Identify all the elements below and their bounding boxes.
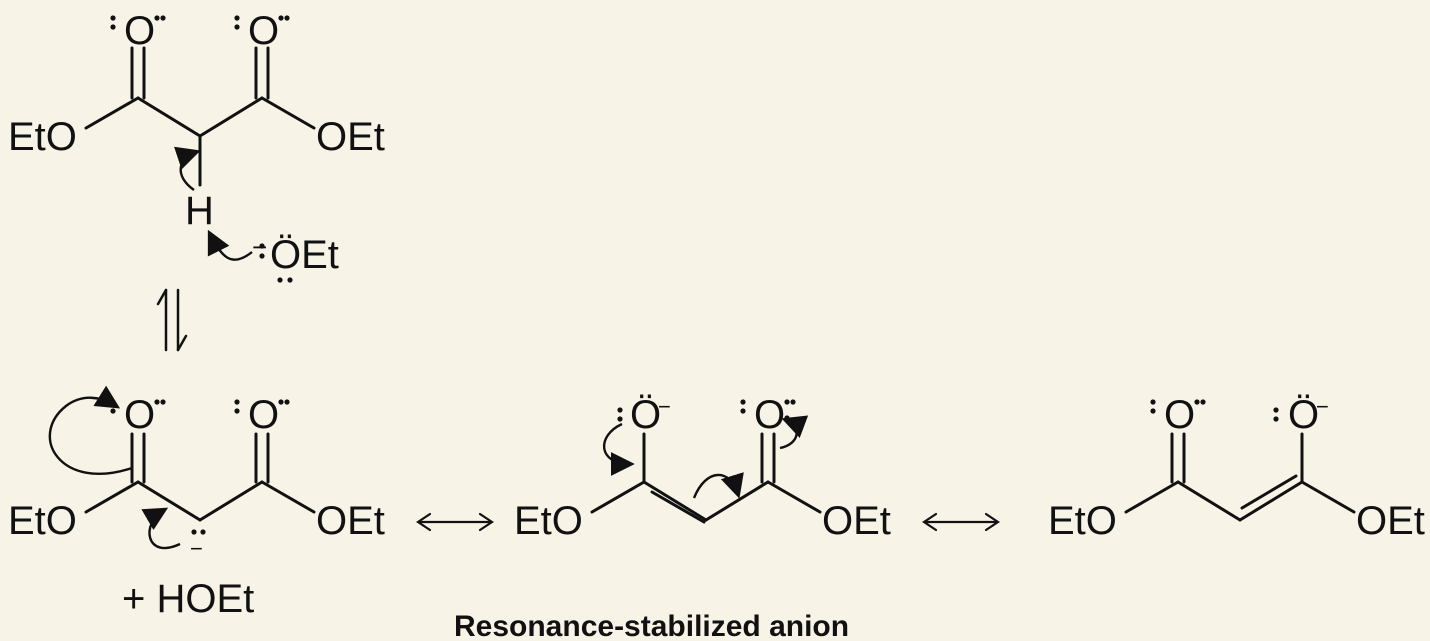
carbonyl-oxygen: O — [124, 9, 155, 53]
byproduct-label: + HOEt — [122, 577, 254, 621]
curved-arrow — [603, 422, 635, 476]
carbonyl-oxygen: O — [124, 393, 155, 437]
negative-charge: − — [658, 394, 671, 419]
equilibrium-arrows — [156, 288, 188, 352]
enolate-oxygen: Ö — [630, 393, 661, 437]
curved-arrow — [173, 146, 201, 191]
resonance-arrow — [416, 512, 494, 532]
oet-right-label: OEt — [316, 115, 385, 159]
bond — [260, 96, 316, 130]
bond — [198, 96, 264, 138]
hydrogen-atom: H — [185, 189, 214, 233]
carbonyl-oxygen: O — [754, 393, 785, 437]
resonance-structure-3: EtO O Ö − OEt — [1048, 393, 1425, 543]
curved-arrow — [48, 385, 133, 475]
enolate-oxygen: Ö — [1288, 393, 1319, 437]
carbonyl-oxygen: O — [1164, 393, 1195, 437]
bond — [84, 96, 140, 130]
eto-left-label: EtO — [8, 115, 77, 159]
malonate-molecule: EtO O O OEt H — [8, 9, 385, 233]
carbanion-structure: EtO O O OEt − — [8, 385, 385, 561]
resonance-structure-2: EtO Ö − O OEt — [514, 393, 891, 543]
curved-arrow — [692, 472, 744, 499]
curved-arrow — [141, 507, 181, 550]
ethoxide-base: ÖEt − — [207, 229, 339, 283]
resonance-arrow — [922, 512, 1000, 532]
curved-arrow — [207, 229, 253, 261]
carbonyl-oxygen: O — [248, 9, 279, 53]
carbonyl-oxygen: O — [248, 393, 279, 437]
ethoxide-label: ÖEt — [270, 233, 339, 277]
eto-left-label: EtO — [514, 499, 583, 543]
bond — [136, 96, 202, 138]
oet-right-label: OEt — [1356, 499, 1425, 543]
oet-right-label: OEt — [822, 499, 891, 543]
eto-left-label: EtO — [8, 499, 77, 543]
negative-charge: − — [1316, 394, 1329, 419]
eto-left-label: EtO — [1048, 499, 1117, 543]
oet-right-label: OEt — [316, 499, 385, 543]
negative-charge: − — [190, 536, 203, 561]
diagram-caption: Resonance-stabilized anion — [454, 610, 849, 641]
negative-charge: − — [252, 232, 267, 262]
curved-arrow — [779, 415, 809, 450]
